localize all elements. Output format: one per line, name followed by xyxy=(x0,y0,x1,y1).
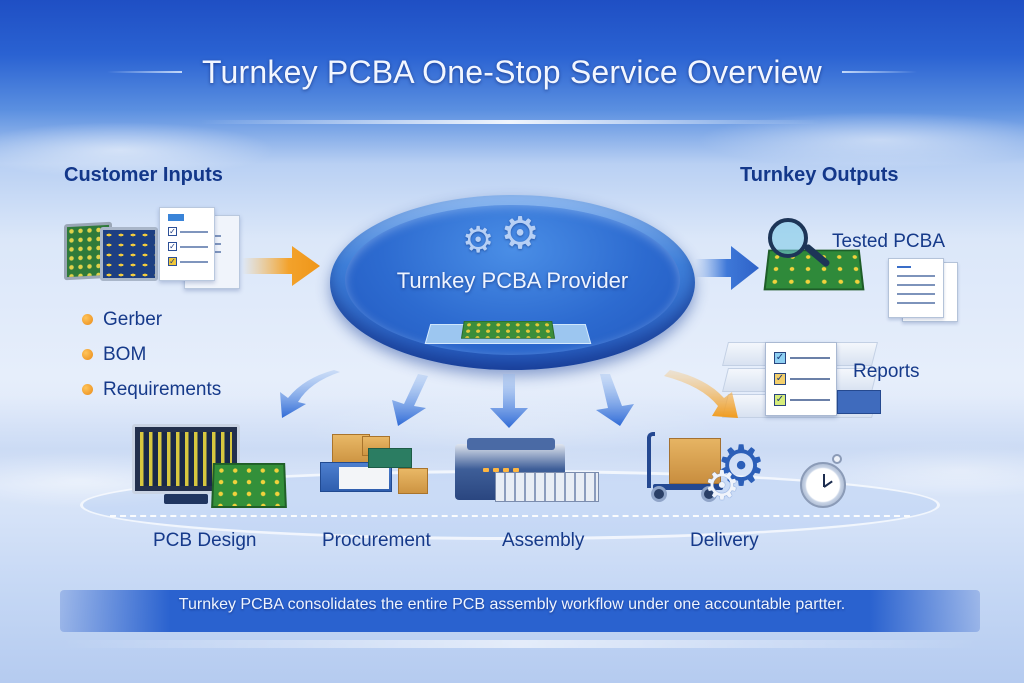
footer-caption: Turnkey PCBA consolidates the entire PCB… xyxy=(178,596,846,613)
bullet-dot-icon xyxy=(82,349,93,360)
monitor-stand xyxy=(164,494,208,504)
pcb-board-icon xyxy=(424,320,592,344)
bullet-dot-icon xyxy=(82,384,93,395)
title-underline-glow xyxy=(200,120,820,124)
arrow-down-left-icon xyxy=(280,370,340,418)
arrow-right-orange-icon xyxy=(242,246,320,286)
provider-label: Turnkey PCBA Provider xyxy=(396,268,629,293)
arrow-down-icon xyxy=(596,374,634,426)
arrow-down-right-orange-icon xyxy=(664,370,738,418)
list-item: Gerber xyxy=(82,302,221,337)
page-title: Turnkey PCBA One-Stop Service Overview xyxy=(202,53,822,90)
gear-large-icon: ⚙ xyxy=(500,209,540,258)
gear-small-icon: ⚙ xyxy=(704,464,740,508)
bullet-dot-icon xyxy=(82,314,93,325)
gear-small-icon: ⚙ xyxy=(462,219,495,260)
output-item-label: Tested PCBA xyxy=(832,231,945,252)
assembly-machine-icon xyxy=(455,438,603,514)
arrow-right-blue-icon xyxy=(695,246,759,290)
gears-icon: ⚙ ⚙ xyxy=(462,212,540,262)
title-bar: Turnkey PCBA One-Stop Service Overview xyxy=(0,52,1024,92)
title-decor-line-left xyxy=(107,71,182,73)
input-item-label: Requirements xyxy=(103,378,222,400)
outputs-heading: Turnkey Outputs xyxy=(740,164,899,186)
schematic-board-icon xyxy=(100,227,158,281)
inputs-list: Gerber BOM Requirements xyxy=(82,302,221,407)
stage-label: Delivery xyxy=(690,530,759,551)
arrow-down-icon xyxy=(490,374,528,428)
list-item: BOM xyxy=(82,337,221,372)
inputs-illustration: ✓ ✓ ✓ xyxy=(64,205,244,289)
stage-label: Assembly xyxy=(502,530,585,551)
list-item: Requirements xyxy=(82,372,221,407)
stage-label: PCB Design xyxy=(153,530,257,551)
footer-banner xyxy=(60,590,980,632)
hand-truck-icon xyxy=(643,430,733,502)
process-track-dashed-line xyxy=(110,515,910,517)
arrow-down-icon xyxy=(392,374,428,426)
parcels-icon xyxy=(320,432,430,502)
checklist-document-icon: ✓ ✓ ✓ xyxy=(159,207,215,281)
pcb-board-icon xyxy=(211,463,287,509)
gears-icon: ⚙⚙ xyxy=(704,438,766,509)
output-documents-icon xyxy=(888,258,963,323)
stopwatch-icon xyxy=(800,454,846,508)
inputs-heading: Customer Inputs xyxy=(64,164,223,186)
input-item-label: Gerber xyxy=(103,308,163,330)
output-item-label: Reports xyxy=(853,361,920,382)
magnifier-pcb-icon xyxy=(762,218,865,298)
input-item-label: BOM xyxy=(103,343,147,365)
flow-arrows-down xyxy=(280,370,738,428)
title-decor-line-right xyxy=(841,71,917,73)
stage-label: Procurement xyxy=(322,530,431,551)
checklist-report-icon: ✓ ✓ ✓ xyxy=(722,328,905,420)
footer-glow xyxy=(60,640,980,648)
